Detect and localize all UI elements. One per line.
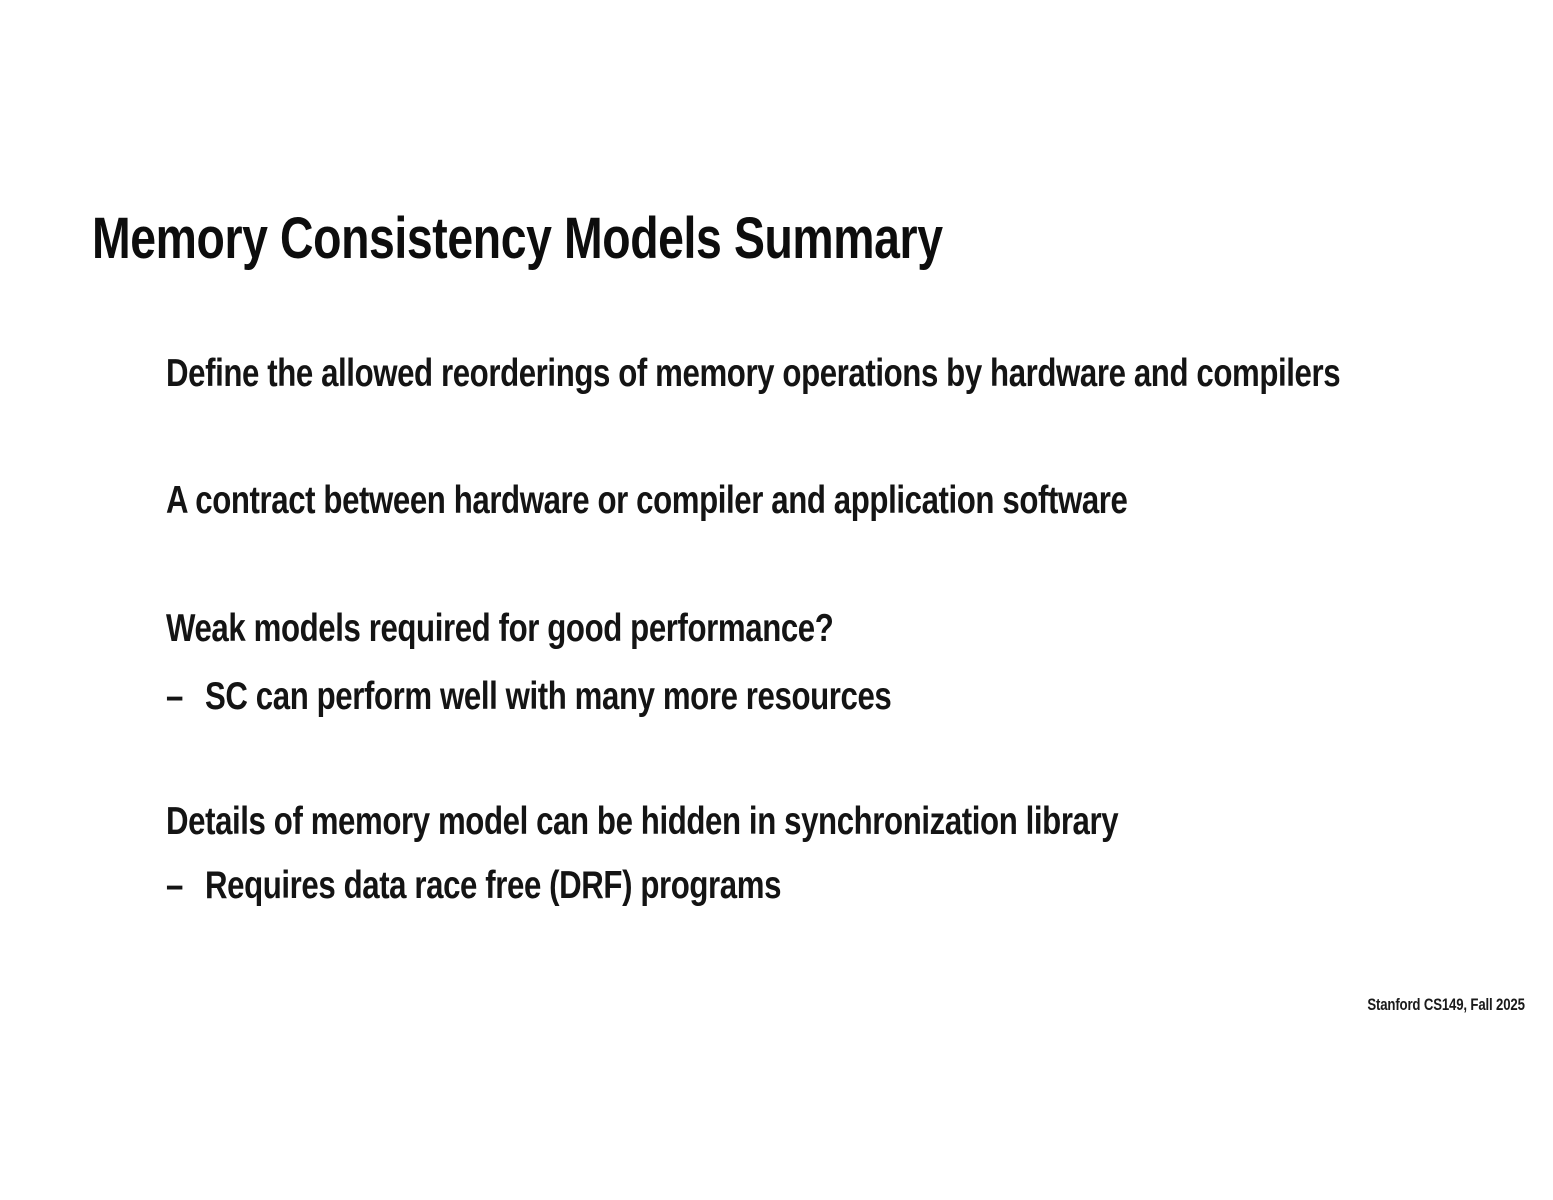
bullet-contract: A contract between hardware or compiler …: [166, 478, 1368, 525]
sub-bullet-drf-programs-text: Requires data race free (DRF) programs: [205, 864, 782, 907]
sub-bullet-drf-programs: – Requires data race free (DRF) programs: [166, 863, 925, 910]
bullet-define-reorderings-text: Define the allowed reorderings of memory…: [166, 352, 1341, 395]
dash-marker: –: [166, 675, 184, 718]
sub-bullet-sc-resources: – SC can perform well with many more res…: [166, 674, 1063, 721]
bullet-sync-library-text: Details of memory model can be hidden in…: [166, 800, 1119, 843]
dash-marker: –: [166, 864, 184, 907]
bullet-weak-models: Weak models required for good performanc…: [166, 606, 1000, 653]
sub-bullet-sc-resources-text: SC can perform well with many more resou…: [205, 675, 892, 718]
bullet-weak-models-text: Weak models required for good performanc…: [166, 607, 834, 650]
slide-title-text: Memory Consistency Models Summary: [92, 206, 943, 271]
slide-title: Memory Consistency Models Summary: [92, 204, 1155, 274]
bullet-sync-library: Details of memory model can be hidden in…: [166, 799, 1356, 846]
bullet-contract-text: A contract between hardware or compiler …: [166, 479, 1128, 522]
bullet-define-reorderings: Define the allowed reorderings of memory…: [166, 351, 1553, 398]
slide-footer: Stanford CS149, Fall 2025: [1328, 996, 1526, 1016]
slide-footer-text: Stanford CS149, Fall 2025: [1367, 996, 1526, 1014]
